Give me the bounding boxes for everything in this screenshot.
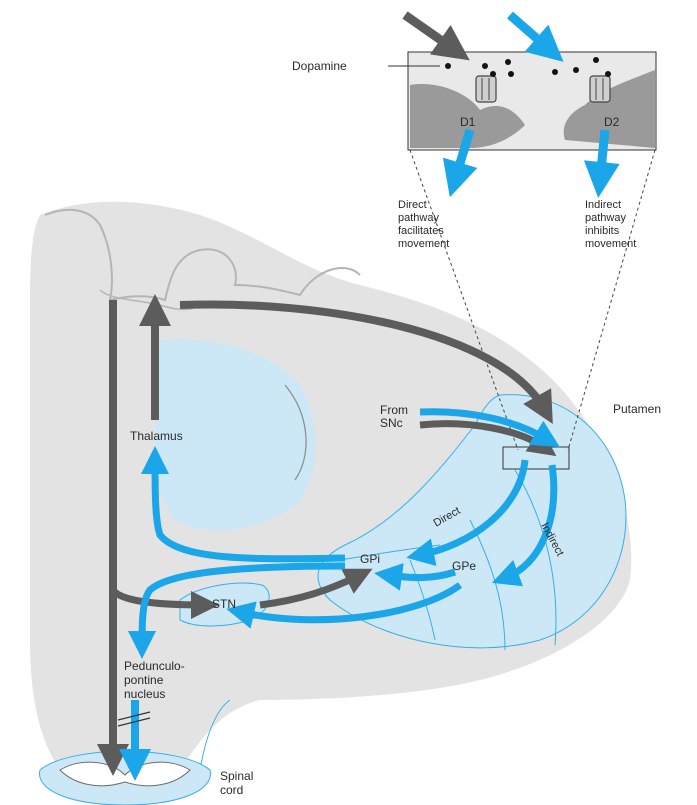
ppn-label-line: pontine [124,673,164,687]
direct-caption-line: facilitates [398,225,444,237]
dopamine-molecule [482,63,488,69]
dopamine-label: Dopamine [292,59,347,73]
spinal-cord-label-line: Spinal [220,769,253,783]
dopamine-molecule [593,57,599,63]
dopamine-molecule [508,71,514,77]
from-snc-label-line: SNc [380,416,403,430]
dopamine-molecule [505,59,511,65]
d1-receptor-icon [476,76,496,102]
dopamine-molecule [605,71,611,77]
d2-receptor-icon [590,76,610,102]
gpe-label: GPe [452,559,476,573]
dopamine-molecule [490,71,496,77]
dopamine-molecule [573,67,579,73]
thalamus-label: Thalamus [130,429,183,443]
indirect-caption-line: pathway [585,212,626,224]
indirect-caption-line: inhibits [585,225,620,237]
from-snc-label-line: From [380,403,408,417]
gray-input-arrow-top [405,15,455,50]
stn-label: STN [212,597,236,611]
spinal-cord-label-line: cord [220,783,243,797]
gpi-label: GPi [360,552,380,566]
d1-label: D1 [460,115,476,129]
ppn-label-line: Pedunculo- [124,659,185,673]
d2-label: D2 [604,115,620,129]
dopamine-molecule [552,69,558,75]
putamen-label: Putamen [613,402,661,416]
direct-caption-line: Direct [398,199,427,211]
dopamine-molecule [445,63,451,69]
ppn-label-line: nucleus [124,687,165,701]
d2-output-arrow [600,130,605,180]
indirect-caption-line: movement [585,238,636,250]
indirect-caption-line: Indirect [585,199,621,211]
blue-input-arrow-top [510,15,550,50]
direct-caption-line: movement [398,238,449,250]
direct-caption-line: pathway [398,212,439,224]
